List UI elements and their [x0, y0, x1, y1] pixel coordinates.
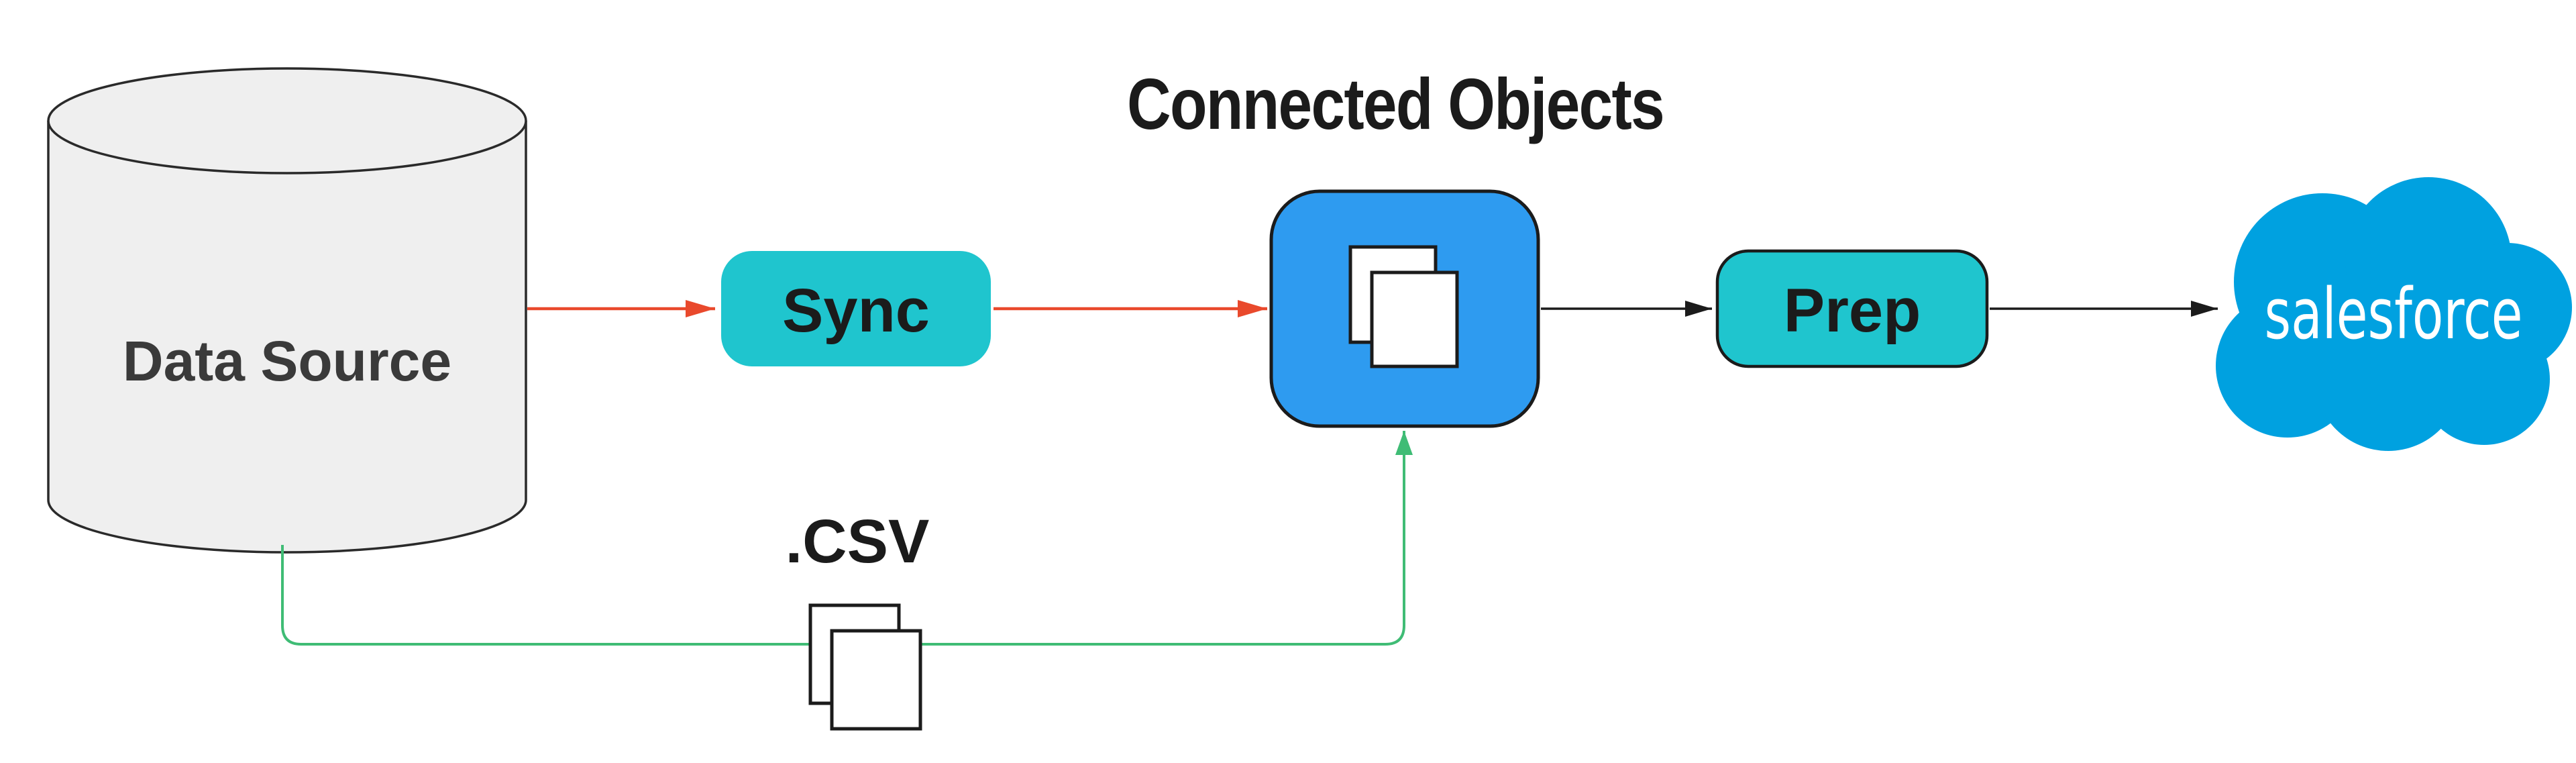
- diagram-title: Connected Objects: [1127, 63, 1664, 144]
- prep-node: Prep: [1715, 249, 1989, 368]
- document-front: [1370, 270, 1459, 368]
- cylinder-top: [47, 67, 527, 174]
- data-source-node: Data Source: [47, 67, 527, 554]
- csv-label: .CSV: [786, 507, 930, 576]
- csv-file: .CSV: [786, 507, 930, 731]
- prep-button-shape: [1715, 249, 1989, 368]
- salesforce-cloud-logo: salesforce: [2216, 177, 2572, 451]
- cylinder-body: [47, 121, 527, 554]
- data-source-label: Data Source: [123, 329, 451, 393]
- salesforce-wordmark: salesforce: [2265, 273, 2523, 355]
- documents-icon: [1348, 245, 1459, 368]
- sync-button-shape: [721, 251, 991, 366]
- sync-button-label: Sync: [782, 276, 930, 345]
- cloud-center: [2288, 282, 2489, 399]
- document-front: [830, 629, 922, 731]
- documents-icon: [808, 603, 922, 731]
- prep-button-label: Prep: [1784, 276, 1921, 345]
- connected-objects-node: [1269, 189, 1540, 428]
- sync-node: Sync: [721, 251, 991, 366]
